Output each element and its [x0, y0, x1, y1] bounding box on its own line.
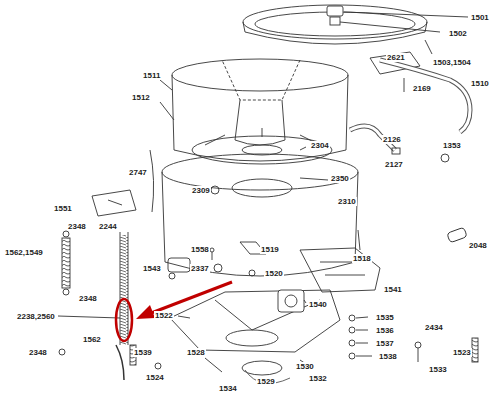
callout-number: 1501 [470, 13, 490, 22]
callout-number: 1558 [190, 245, 210, 254]
callout-number: 1503,1504 [432, 58, 472, 67]
callout-number: 1523 [452, 348, 472, 357]
callout-number: 1536 [375, 326, 395, 335]
callout-number: 1540 [308, 300, 328, 309]
callout-number: 1562 [82, 335, 102, 344]
callout-number: 1539 [133, 348, 153, 357]
callout-number: 2348 [78, 294, 98, 303]
callout-number: 1524 [145, 373, 165, 382]
callout-number: 2310 [337, 197, 357, 206]
callout-number: 1353 [442, 141, 462, 150]
callout-number: 1541 [383, 285, 403, 294]
callout-number: 1533 [428, 365, 448, 374]
callout-number: 1534 [218, 384, 238, 393]
callout-number: 1522 [154, 311, 174, 320]
callout-number: 2747 [128, 168, 148, 177]
callout-number: 2434 [424, 323, 444, 332]
callout-number: 2348 [67, 222, 87, 231]
callout-number: 2350 [330, 174, 350, 183]
callout-number: 1538 [378, 352, 398, 361]
callout-number: 2048 [468, 241, 488, 250]
callout-number: 2244 [98, 222, 118, 231]
callout-number: 1537 [375, 339, 395, 348]
callout-number: 1562,1549 [4, 248, 44, 257]
callout-number: 2126 [382, 135, 402, 144]
callout-number: 1551 [53, 204, 73, 213]
callout-number: 2304 [310, 141, 330, 150]
callout-number: 1530 [295, 362, 315, 371]
callout-number: 1519 [260, 245, 280, 254]
callout-number: 2348 [28, 348, 48, 357]
callout-number: 1510 [470, 79, 490, 88]
callout-number: 2309 [191, 186, 211, 195]
callout-number: 1535 [375, 313, 395, 322]
callout-number: 1512 [131, 93, 151, 102]
callout-number: 1532 [308, 374, 328, 383]
callout-number: 1518 [352, 254, 372, 263]
callout-number: 1511 [142, 71, 161, 80]
callout-number: 2127 [384, 160, 404, 169]
callout-number: 1502 [448, 29, 468, 38]
callout-number: 2621 [386, 53, 406, 62]
callout-number: 1528 [186, 348, 206, 357]
callout-number: 2337 [190, 264, 210, 273]
callout-number: 1520 [264, 269, 284, 278]
callout-number: 1529 [256, 377, 276, 386]
callout-number: 1543 [142, 264, 162, 273]
callout-number: 2238,2560 [16, 312, 56, 321]
callout-number: 2169 [412, 84, 432, 93]
